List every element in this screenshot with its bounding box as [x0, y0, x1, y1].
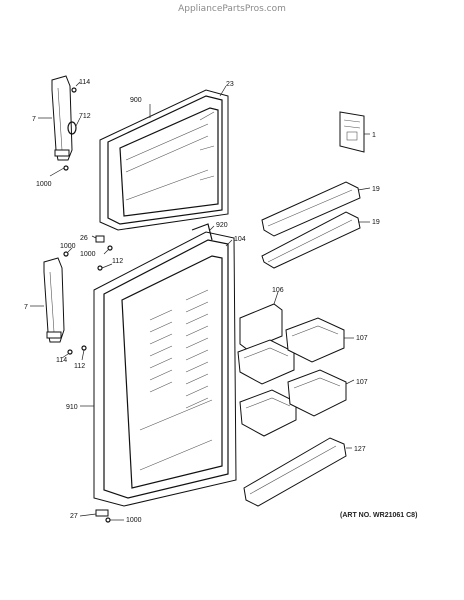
callout-27: 27 — [70, 513, 78, 520]
screw-1000-upper — [63, 165, 69, 171]
screw-1000-mid — [107, 245, 113, 251]
callout-labels: 114 712 7 1000 900 23 1 19 19 920 104 26… — [24, 79, 380, 524]
callout-1000-mid: 1000 — [80, 251, 96, 258]
callout-1000-left: 1000 — [60, 243, 76, 250]
fresh-food-door-assembly — [93, 223, 237, 507]
callout-127: 127 — [354, 446, 366, 453]
door-rack-19-upper — [261, 181, 361, 237]
callout-112-lower: 112 — [74, 363, 85, 370]
callout-1000-upper: 1000 — [36, 181, 52, 188]
bin-107-a — [237, 339, 295, 385]
watermark: AppliancePartsPros.com — [178, 4, 286, 14]
screw-114-upper — [71, 87, 77, 93]
hinge-27 — [95, 509, 109, 517]
part-26 — [95, 235, 105, 243]
plug-712 — [67, 121, 77, 135]
callout-114-upper: 114 — [79, 79, 90, 86]
callout-23: 23 — [226, 81, 234, 88]
callout-107-lower: 107 — [356, 379, 368, 386]
art-number: (ART NO. WR21061 C8) — [340, 512, 418, 519]
control-panel-1 — [339, 111, 365, 153]
bin-107-b — [285, 317, 345, 363]
callout-112-upper: 112 — [112, 258, 123, 265]
callout-104: 104 — [234, 236, 246, 243]
screw-114-lower — [67, 349, 73, 355]
door-rack-19-lower — [261, 211, 361, 269]
screw-112-lower — [81, 345, 87, 351]
callout-26: 26 — [80, 235, 88, 242]
callout-7-upper: 7 — [32, 116, 36, 123]
callout-910: 910 — [66, 404, 78, 411]
door-rack-127 — [243, 437, 347, 507]
callout-7-lower: 7 — [24, 304, 28, 311]
callout-19-upper: 19 — [372, 186, 380, 193]
bin-107-c — [239, 389, 297, 437]
callout-920: 920 — [216, 222, 228, 229]
upper-door-handle — [51, 75, 73, 161]
leader-lines — [30, 81, 371, 521]
screw-1000-bottom — [105, 517, 111, 523]
screw-1000-left — [63, 251, 69, 257]
bin-107-d — [287, 369, 347, 417]
callout-19-lower: 19 — [372, 219, 380, 226]
callout-114-lower: 114 — [56, 357, 67, 364]
screw-112-upper — [97, 265, 103, 271]
callout-712: 712 — [79, 113, 91, 120]
callout-900: 900 — [130, 97, 142, 104]
lower-door-handle — [43, 257, 65, 343]
callout-1000-bottom: 1000 — [126, 517, 142, 524]
freezer-door-assembly — [99, 89, 229, 231]
callout-107-upper: 107 — [356, 335, 368, 342]
callout-106: 106 — [272, 287, 284, 294]
callout-1: 1 — [372, 132, 376, 139]
